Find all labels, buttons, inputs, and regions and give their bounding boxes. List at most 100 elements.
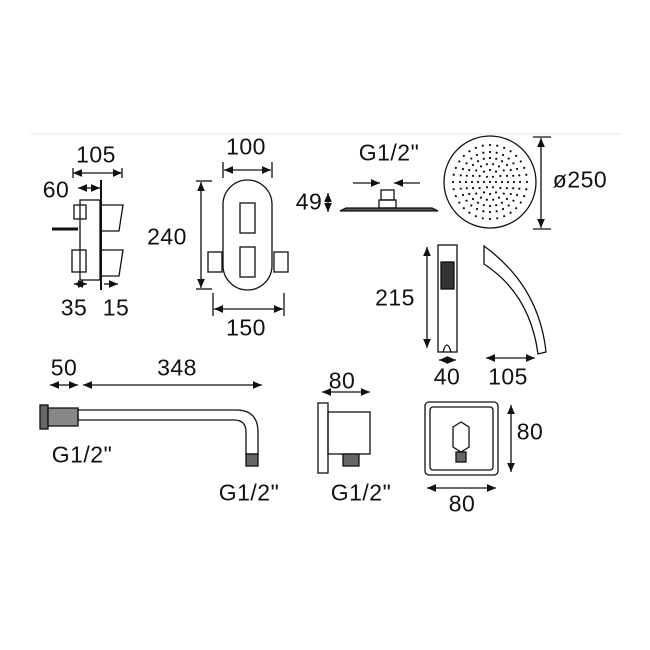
nozzle-dot <box>475 169 478 172</box>
nozzle-dot <box>482 170 486 173</box>
nozzle-dot <box>494 191 498 194</box>
shower-head-top-view <box>443 135 551 230</box>
nozzle-dot <box>474 215 477 218</box>
nozzle-dot <box>465 174 468 177</box>
nozzle-dot <box>495 151 498 154</box>
nozzle-dot <box>475 192 478 195</box>
nozzle-dot <box>488 217 492 221</box>
elbow-depth-label: 80 <box>328 367 356 394</box>
nozzle-dot <box>500 160 504 163</box>
outlet-elbow-side-view <box>317 388 371 474</box>
valve-wall-depth-label: 60 <box>42 176 70 203</box>
nozzle-dot <box>525 188 528 191</box>
outlet-elbow-front-view <box>424 401 515 492</box>
handset-length-label: 215 <box>375 284 415 311</box>
nozzle-dot <box>452 188 455 191</box>
faceplate-height-label: 240 <box>147 223 187 250</box>
nozzle-dot <box>476 180 480 184</box>
nozzle-dot <box>488 168 492 172</box>
nozzle-dot <box>509 168 512 172</box>
shower-head-thread-label: G1/2" <box>358 139 420 166</box>
nozzle-dot <box>507 157 510 160</box>
nozzle-dot <box>523 166 526 169</box>
nozzle-dot <box>482 210 485 213</box>
nozzle-dot <box>525 180 529 184</box>
nozzle-dot <box>492 163 495 166</box>
nozzle-dot <box>468 192 471 196</box>
nozzle-dot <box>497 196 501 199</box>
nozzle-dot <box>461 193 465 197</box>
nozzle-dot <box>468 211 471 214</box>
nozzle-dot <box>481 144 484 147</box>
valve-depth-b-label: 15 <box>102 294 130 321</box>
shower-head-diameter-label: ø250 <box>552 166 608 193</box>
nozzle-dot <box>509 150 512 153</box>
valve-width-label: 105 <box>76 141 116 168</box>
nozzle-dot <box>468 168 471 172</box>
nozzle-dot <box>496 217 499 220</box>
nozzle-dot <box>476 160 480 163</box>
arm-end-thread-label: G1/2" <box>218 479 280 506</box>
nozzle-dot <box>471 163 475 167</box>
nozzle-dot <box>494 170 498 173</box>
nozzle-dot <box>506 180 510 184</box>
nozzle-dot <box>501 207 505 211</box>
nozzle-dot <box>502 192 505 195</box>
nozzle-dot <box>512 162 515 165</box>
arm-offset-label: 50 <box>50 354 78 381</box>
shower-head-height-label: 49 <box>295 188 323 215</box>
shower-arm-view <box>39 381 262 467</box>
nozzle-dot <box>462 154 465 157</box>
nozzle-dot <box>476 201 480 204</box>
nozzle-dot <box>505 174 509 177</box>
shower-head-side-view <box>324 179 439 212</box>
nozzle-dot <box>458 201 461 204</box>
nozzle-dot <box>479 196 483 199</box>
elbow-height-label: 80 <box>516 418 544 445</box>
nozzle-dot <box>475 207 479 211</box>
nozzle-dot <box>452 173 455 176</box>
nozzle-dot <box>492 198 495 201</box>
nozzle-dot <box>488 192 492 196</box>
nozzle-dot <box>503 146 506 149</box>
nozzle-dot <box>471 187 475 190</box>
valve-depth-a-label: 35 <box>60 294 88 321</box>
nozzle-dot <box>488 156 492 160</box>
nozzle-dot <box>458 160 461 163</box>
nozzle-dot <box>512 187 515 190</box>
arm-wall-thread-label: G1/2" <box>51 441 113 468</box>
nozzle-dot <box>505 163 509 167</box>
nozzle-dot <box>512 199 515 202</box>
nozzle-dot <box>488 204 492 208</box>
nozzle-dot <box>518 187 521 190</box>
nozzle-dot <box>482 191 486 194</box>
nozzle-dot <box>525 173 528 176</box>
nozzle-dot <box>464 180 468 184</box>
faceplate-width-label: 100 <box>226 133 266 160</box>
nozzle-dot <box>465 187 468 190</box>
nozzle-dot <box>502 169 505 172</box>
nozzle-dot <box>458 180 462 184</box>
nozzle-dot <box>485 175 489 178</box>
nozzle-dot <box>485 163 488 166</box>
nozzle-dot <box>519 160 522 163</box>
nozzle-dot <box>518 174 521 177</box>
nozzle-dot <box>495 157 498 160</box>
nozzle-dot <box>491 186 495 189</box>
nozzle-dot <box>451 180 455 184</box>
nozzle-dot <box>509 192 512 196</box>
nozzle-dot <box>462 207 465 210</box>
nozzle-dot <box>471 174 475 177</box>
nozzle-dot <box>500 180 504 184</box>
nozzle-dot <box>481 217 484 220</box>
nozzle-dot <box>507 204 510 207</box>
nozzle-dot <box>454 195 457 198</box>
nozzle-dot <box>482 157 485 160</box>
nozzle-dot <box>491 175 495 178</box>
nozzle-dot <box>465 199 468 202</box>
nozzle-dot <box>494 180 498 184</box>
nozzle-dot <box>503 215 506 218</box>
nozzle-dot <box>471 197 475 201</box>
